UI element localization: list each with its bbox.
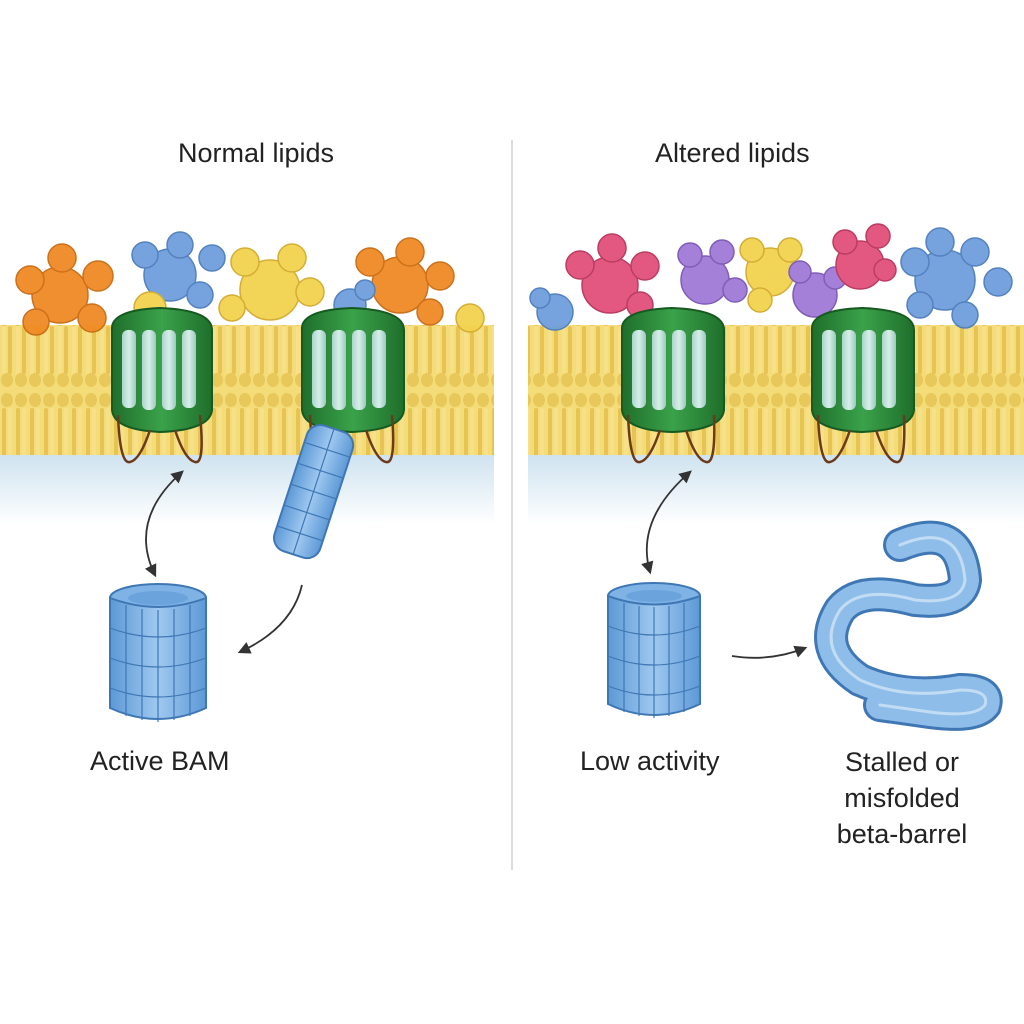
bam-complex-icon bbox=[110, 306, 213, 464]
left-panel-art bbox=[0, 231, 494, 722]
right-panel-title: Altered lipids bbox=[655, 138, 810, 168]
beta-barrel-icon bbox=[109, 583, 207, 722]
right-panel-art bbox=[528, 223, 1024, 731]
bam-complex-icon bbox=[620, 306, 725, 464]
left-panel-title: Normal lipids bbox=[178, 138, 335, 168]
curved-arrow-icon bbox=[731, 645, 808, 659]
misfolded-barrel-icon bbox=[814, 520, 1003, 731]
membrane-bilayer bbox=[528, 325, 1024, 455]
periplasm-fade bbox=[0, 455, 494, 525]
curved-arrow-icon bbox=[144, 470, 184, 578]
curved-arrow-icon bbox=[641, 470, 692, 575]
low-activity-caption: Low activity bbox=[580, 746, 720, 776]
lps-glycolipid-icon bbox=[15, 231, 485, 336]
curved-arrow-icon bbox=[237, 584, 303, 654]
periplasm-fade bbox=[528, 455, 1024, 525]
membrane-bilayer bbox=[0, 325, 494, 455]
beta-barrel-icon bbox=[607, 582, 701, 718]
misfolded-caption: Stalled or misfolded beta-barrel bbox=[836, 747, 968, 849]
bam-complex-icon bbox=[300, 306, 405, 464]
lps-glycolipid-icon bbox=[529, 223, 1013, 331]
bam-complex-icon bbox=[810, 306, 915, 464]
beta-barrel-icon bbox=[273, 424, 355, 560]
active-bam-caption: Active BAM bbox=[90, 746, 230, 776]
